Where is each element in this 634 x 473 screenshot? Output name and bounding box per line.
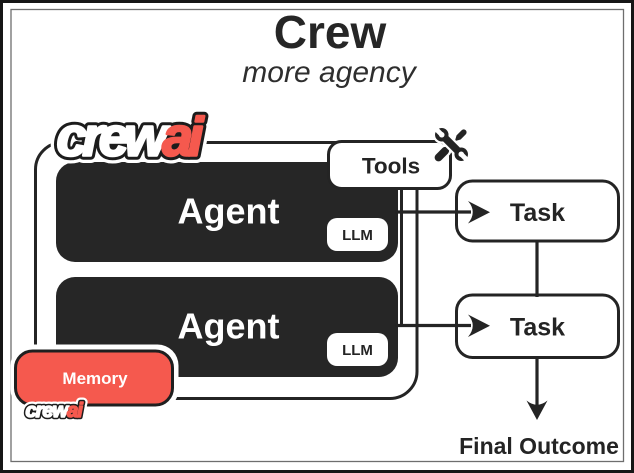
svg-text:Agent: Agent xyxy=(178,306,280,347)
svg-text:crewai: crewai xyxy=(57,106,205,168)
svg-text:Tools: Tools xyxy=(362,154,420,179)
svg-text:Crew: Crew xyxy=(274,6,387,58)
svg-text:LLM: LLM xyxy=(342,227,373,244)
svg-text:crewai: crewai xyxy=(26,400,84,422)
svg-text:Task: Task xyxy=(510,314,565,342)
svg-text:crewai: crewai xyxy=(26,400,84,422)
svg-text:crewai: crewai xyxy=(57,106,205,168)
svg-text:Task: Task xyxy=(510,199,565,227)
svg-text:more agency: more agency xyxy=(242,56,417,89)
svg-text:LLM: LLM xyxy=(342,342,373,359)
svg-text:crewai: crewai xyxy=(57,106,205,168)
svg-text:Memory: Memory xyxy=(62,369,128,388)
svg-text:crewai: crewai xyxy=(26,400,84,422)
svg-text:Agent: Agent xyxy=(178,191,280,232)
svg-text:Final Outcome: Final Outcome xyxy=(459,433,619,459)
